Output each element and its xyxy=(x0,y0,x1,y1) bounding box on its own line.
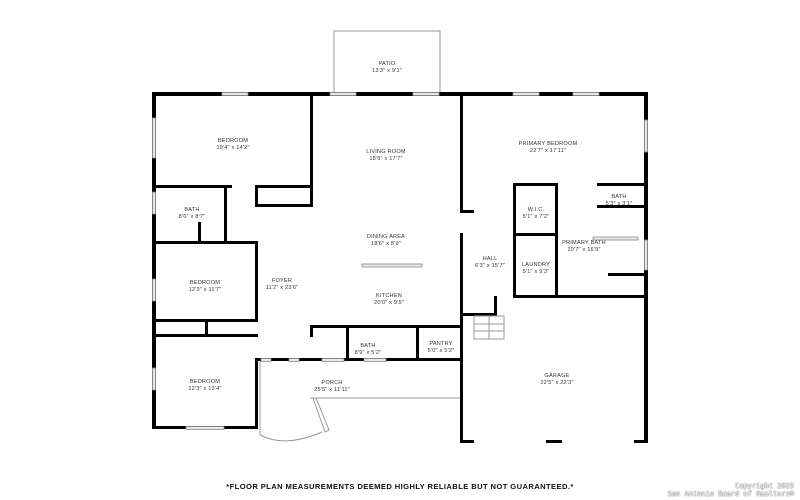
copyright-line-1: Copyright 2025 xyxy=(734,482,794,490)
patio-outline xyxy=(333,30,441,93)
porch-outline xyxy=(259,361,460,442)
walls xyxy=(152,92,648,443)
copyright-watermark: Copyright 2025 San Antonio Board of Real… xyxy=(668,482,794,498)
room-label-wic: W.I.C.5'1" x 7'2" xyxy=(523,207,550,220)
copyright-line-2: San Antonio Board of Realtors® xyxy=(667,490,794,498)
stairs xyxy=(473,315,505,340)
windows xyxy=(152,92,648,430)
disclaimer-text: *FLOOR PLAN MEASUREMENTS DEEMED HIGHLY R… xyxy=(226,482,574,491)
